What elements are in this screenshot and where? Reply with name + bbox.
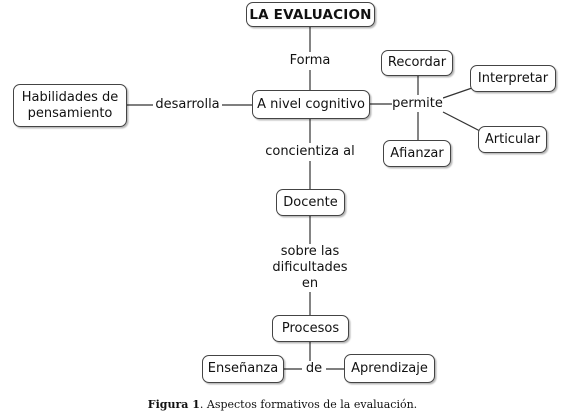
node-la-evaluacion: LA EVALUACION [246,2,375,27]
link-label-forma: Forma [286,53,334,69]
node-procesos: Procesos [272,315,349,342]
link-label-sobre-las-dificultades-en: sobre las dificultades en [266,244,354,292]
node-afianzar: Afianzar [383,140,451,167]
node-articular: Articular [478,126,547,153]
node-interpretar: Interpretar [470,65,556,92]
node-aprendizaje: Aprendizaje [344,354,435,383]
link-label-permite: permite [392,96,443,112]
link-label-concientiza-al: concientiza al [261,144,359,160]
figure-caption: Figura 1. Aspectos formativos de la eval… [0,398,565,411]
link-label-de: de [302,361,326,377]
node-ensenanza: Enseñanza [202,355,284,383]
caption-label: Figura 1 [147,398,200,411]
link-label-desarrolla: desarrolla [153,97,222,113]
node-a-nivel-cognitivo: A nivel cognitivo [252,90,370,119]
caption-text: . Aspectos formativos de la evaluación. [199,398,418,411]
node-habilidades-de-pensamiento: Habilidades de pensamiento [13,84,127,127]
line-permite-articular [442,111,481,132]
node-docente: Docente [276,189,345,216]
line-permite-interpretar [442,87,473,99]
node-recordar: Recordar [381,50,453,76]
